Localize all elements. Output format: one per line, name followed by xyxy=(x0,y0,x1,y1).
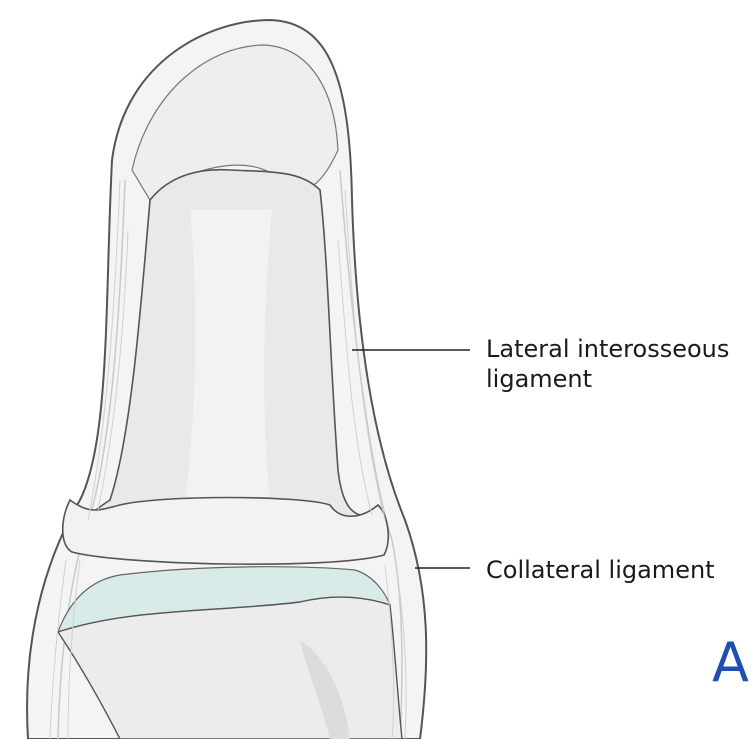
label-lateral-interosseous-ligament: Lateral interosseous ligament xyxy=(486,334,729,394)
label-lateral-line2: ligament xyxy=(486,364,729,394)
label-lateral-line1: Lateral interosseous xyxy=(486,334,729,364)
logo-letter: A xyxy=(712,633,749,693)
label-collateral-ligament: Collateral ligament xyxy=(486,555,715,585)
shaft-highlight xyxy=(185,210,272,500)
